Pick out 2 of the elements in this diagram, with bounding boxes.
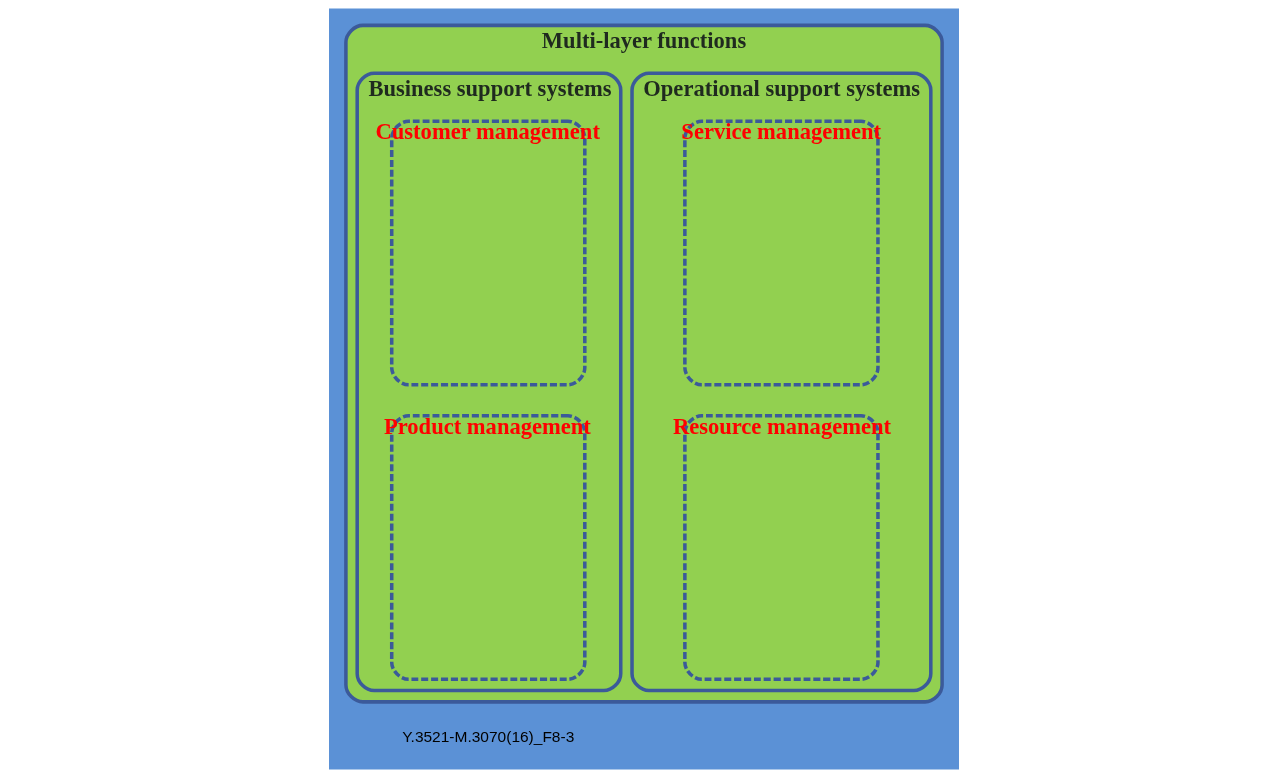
label: Y.3521-M.3070(16)_F8-3 [402,728,575,746]
node-box: Service management [683,119,880,387]
